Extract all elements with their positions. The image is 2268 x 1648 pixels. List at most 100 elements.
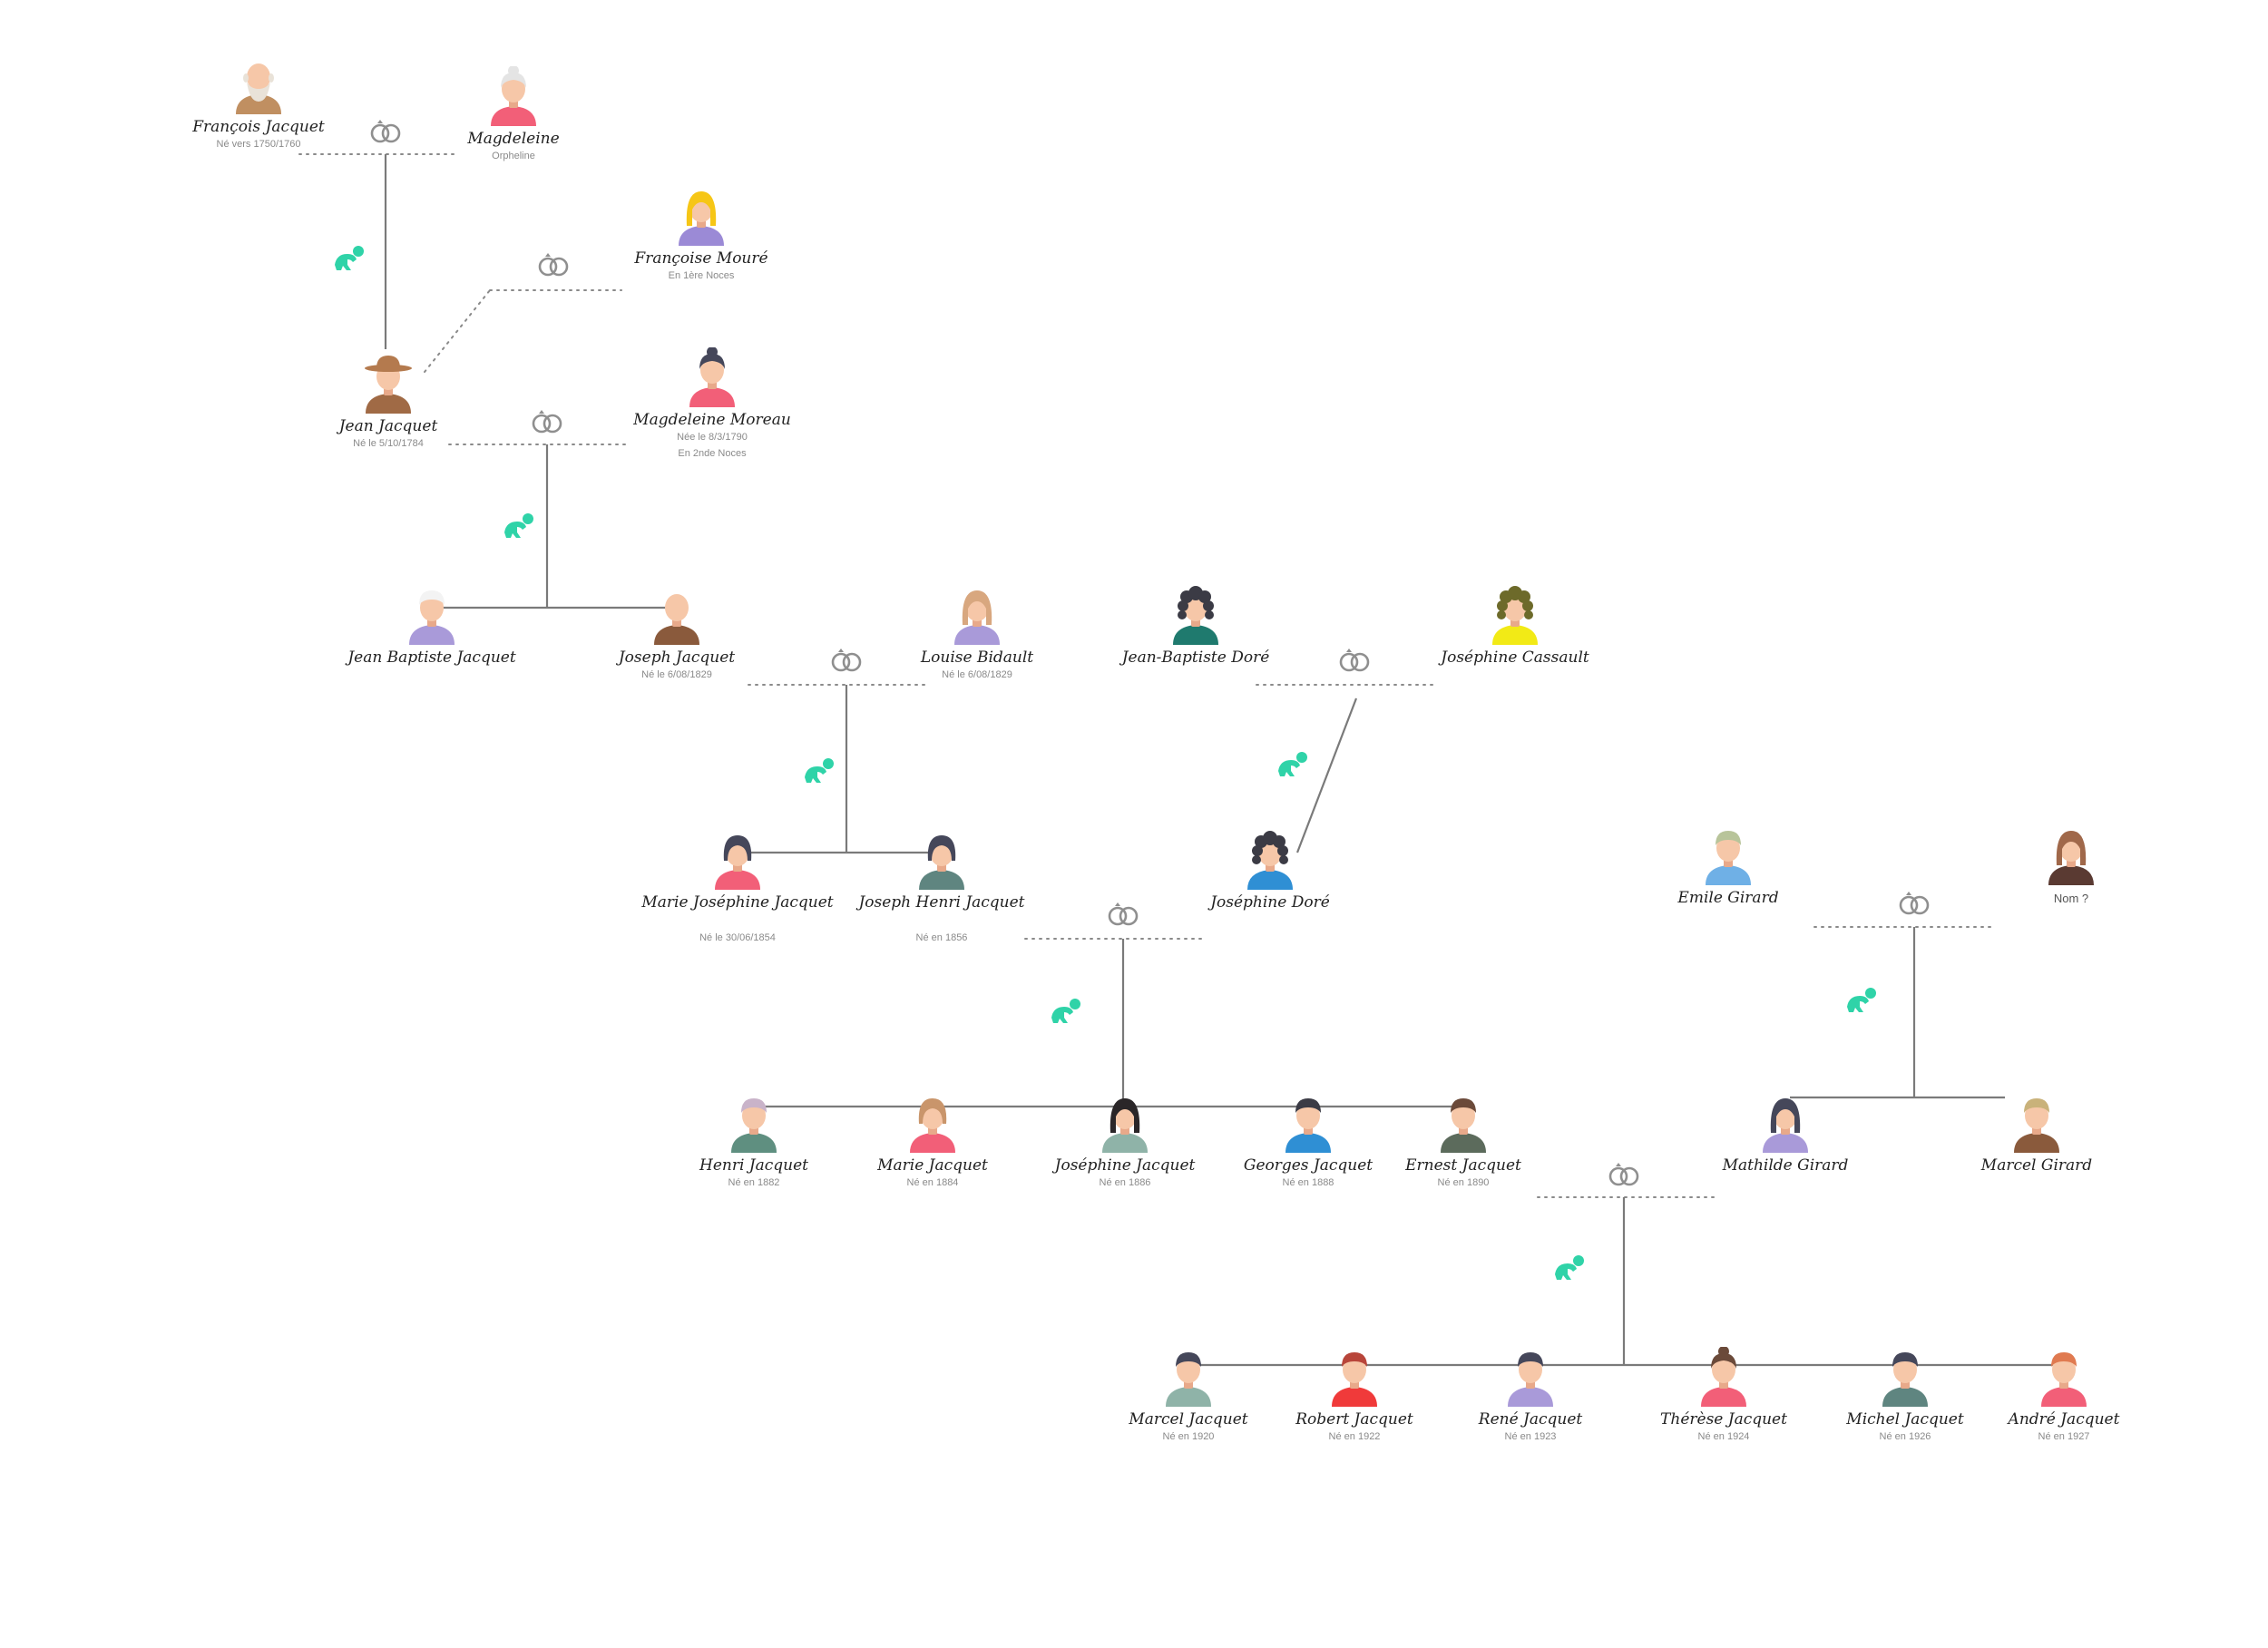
person-name: René Jacquet	[1478, 1410, 1583, 1429]
person-note: En 2nde Noces	[678, 448, 747, 459]
avatar-icon	[1492, 586, 1538, 645]
wedding-rings-icon	[1899, 892, 1930, 915]
person-name: Joséphine Doré	[1210, 893, 1330, 912]
person-note: Né le 6/08/1829	[942, 669, 1012, 680]
person-andre[interactable]: André Jacquet Né en 1927	[1964, 1347, 2164, 1483]
person-note: Orpheline	[492, 151, 535, 161]
avatar-icon	[2041, 1352, 2087, 1407]
person-notes: Né le 30/06/1854	[601, 930, 874, 946]
marriage-lines	[298, 153, 1997, 1198]
avatar-icon	[910, 1098, 955, 1153]
person-notes: Né le 6/08/1829	[841, 667, 1113, 683]
avatar-icon	[1286, 1098, 1331, 1153]
person-rene[interactable]: René Jacquet Né en 1923	[1431, 1347, 1630, 1483]
person-emile[interactable]: Emile Girard	[1628, 825, 1828, 961]
person-note: Né en 1886	[1099, 1177, 1151, 1188]
person-name: Marie Joséphine Jacquet	[641, 893, 834, 912]
person-notes: Nom ?	[1935, 891, 2207, 907]
avatar-icon	[1247, 831, 1293, 890]
person-jean[interactable]: Jean Jacquet Né le 5/10/1784	[288, 354, 488, 490]
person-name: André Jacquet	[2008, 1410, 2120, 1429]
baby-icon	[1278, 752, 1307, 776]
person-jb-dore[interactable]: Jean-Baptiste Doré	[1096, 585, 1295, 721]
person-marie-josephine[interactable]: Marie Joséphine Jacquet Né le 30/06/1854	[638, 830, 837, 966]
person-notes: Né en 1890	[1327, 1175, 1599, 1191]
person-josephine-cassault[interactable]: Joséphine Cassault	[1415, 585, 1615, 721]
person-name: Mathilde Girard	[1722, 1156, 1849, 1175]
avatar-icon	[715, 835, 760, 890]
person-marcel-girard[interactable]: Marcel Girard	[1937, 1093, 2136, 1229]
person-note: Né en 1922	[1328, 1431, 1381, 1442]
avatar-icon	[1701, 1347, 1746, 1407]
person-francoise[interactable]: Françoise Mouré En 1ère Noces	[601, 186, 801, 322]
person-notes: Né en 1888	[1172, 1175, 1444, 1191]
person-note: Né en 1923	[1504, 1431, 1557, 1442]
person-josephine-dore[interactable]: Joséphine Doré	[1170, 830, 1370, 966]
person-note: Né en 1927	[2038, 1431, 2090, 1442]
person-name: Joséphine Jacquet	[1054, 1156, 1196, 1175]
person-note: Né le 6/08/1829	[641, 669, 712, 680]
person-mathilde[interactable]: Mathilde Girard	[1686, 1093, 1885, 1229]
wedding-rings-icon	[831, 648, 862, 672]
person-notes: Né en 1856	[806, 930, 1078, 946]
baby-icon	[1051, 999, 1080, 1023]
person-notes: Né le 6/08/1829	[541, 667, 813, 683]
wedding-rings-icon	[1339, 648, 1370, 672]
person-note: Né le 30/06/1854	[699, 932, 776, 943]
person-notes: En 1ère Noces	[565, 268, 837, 284]
wedding-rings-icon	[1608, 1163, 1639, 1186]
person-note: Né vers 1750/1760	[216, 139, 301, 150]
person-name: Ernest Jacquet	[1405, 1156, 1521, 1175]
person-name: François Jacquet	[192, 118, 325, 136]
person-note: Née le 8/3/1790	[677, 432, 748, 443]
avatar-icon	[1706, 831, 1751, 885]
person-name: Magdeleine	[467, 130, 560, 148]
person-note: Né en 1888	[1282, 1177, 1334, 1188]
avatar-icon	[954, 590, 1000, 645]
person-jean-baptiste[interactable]: Jean Baptiste Jacquet	[332, 585, 532, 721]
baby-icon	[805, 758, 834, 783]
person-nom[interactable]: Nom ?	[1971, 825, 2171, 961]
person-name: Jean Jacquet	[338, 417, 438, 435]
wedding-rings-icon	[538, 253, 569, 277]
avatar-icon	[731, 1098, 777, 1153]
person-note: Né en 1926	[1879, 1431, 1931, 1442]
avatar-icon	[1166, 1352, 1211, 1407]
avatar-icon	[654, 594, 699, 645]
descent-lines	[384, 154, 2070, 1367]
person-notes: Né en 1924	[1588, 1429, 1860, 1445]
person-name: Jean-Baptiste Doré	[1121, 648, 1270, 667]
person-notes: Né vers 1750/1760	[122, 136, 395, 152]
avatar-icon	[236, 63, 281, 114]
baby-icon	[1847, 988, 1876, 1012]
person-note: Né le 5/10/1784	[353, 438, 424, 449]
baby-icon	[1555, 1255, 1584, 1280]
person-name: Jean Baptiste Jacquet	[347, 648, 516, 667]
person-notes: Né en 1927	[1928, 1429, 2200, 1445]
avatar-icon	[679, 191, 724, 246]
person-note: Né en 1882	[728, 1177, 780, 1188]
person-francois[interactable]: François Jacquet Né vers 1750/1760	[159, 54, 358, 190]
avatar-icon	[919, 835, 964, 890]
person-josephine[interactable]: Joséphine Jacquet Né en 1886	[1025, 1093, 1225, 1229]
baby-icon	[335, 246, 364, 270]
person-notes: Né en 1922	[1218, 1429, 1491, 1445]
person-note: En 1ère Noces	[668, 270, 735, 281]
descent-link	[1295, 697, 1358, 853]
person-name: Françoise Mouré	[634, 249, 768, 268]
avatar-icon	[409, 590, 455, 645]
